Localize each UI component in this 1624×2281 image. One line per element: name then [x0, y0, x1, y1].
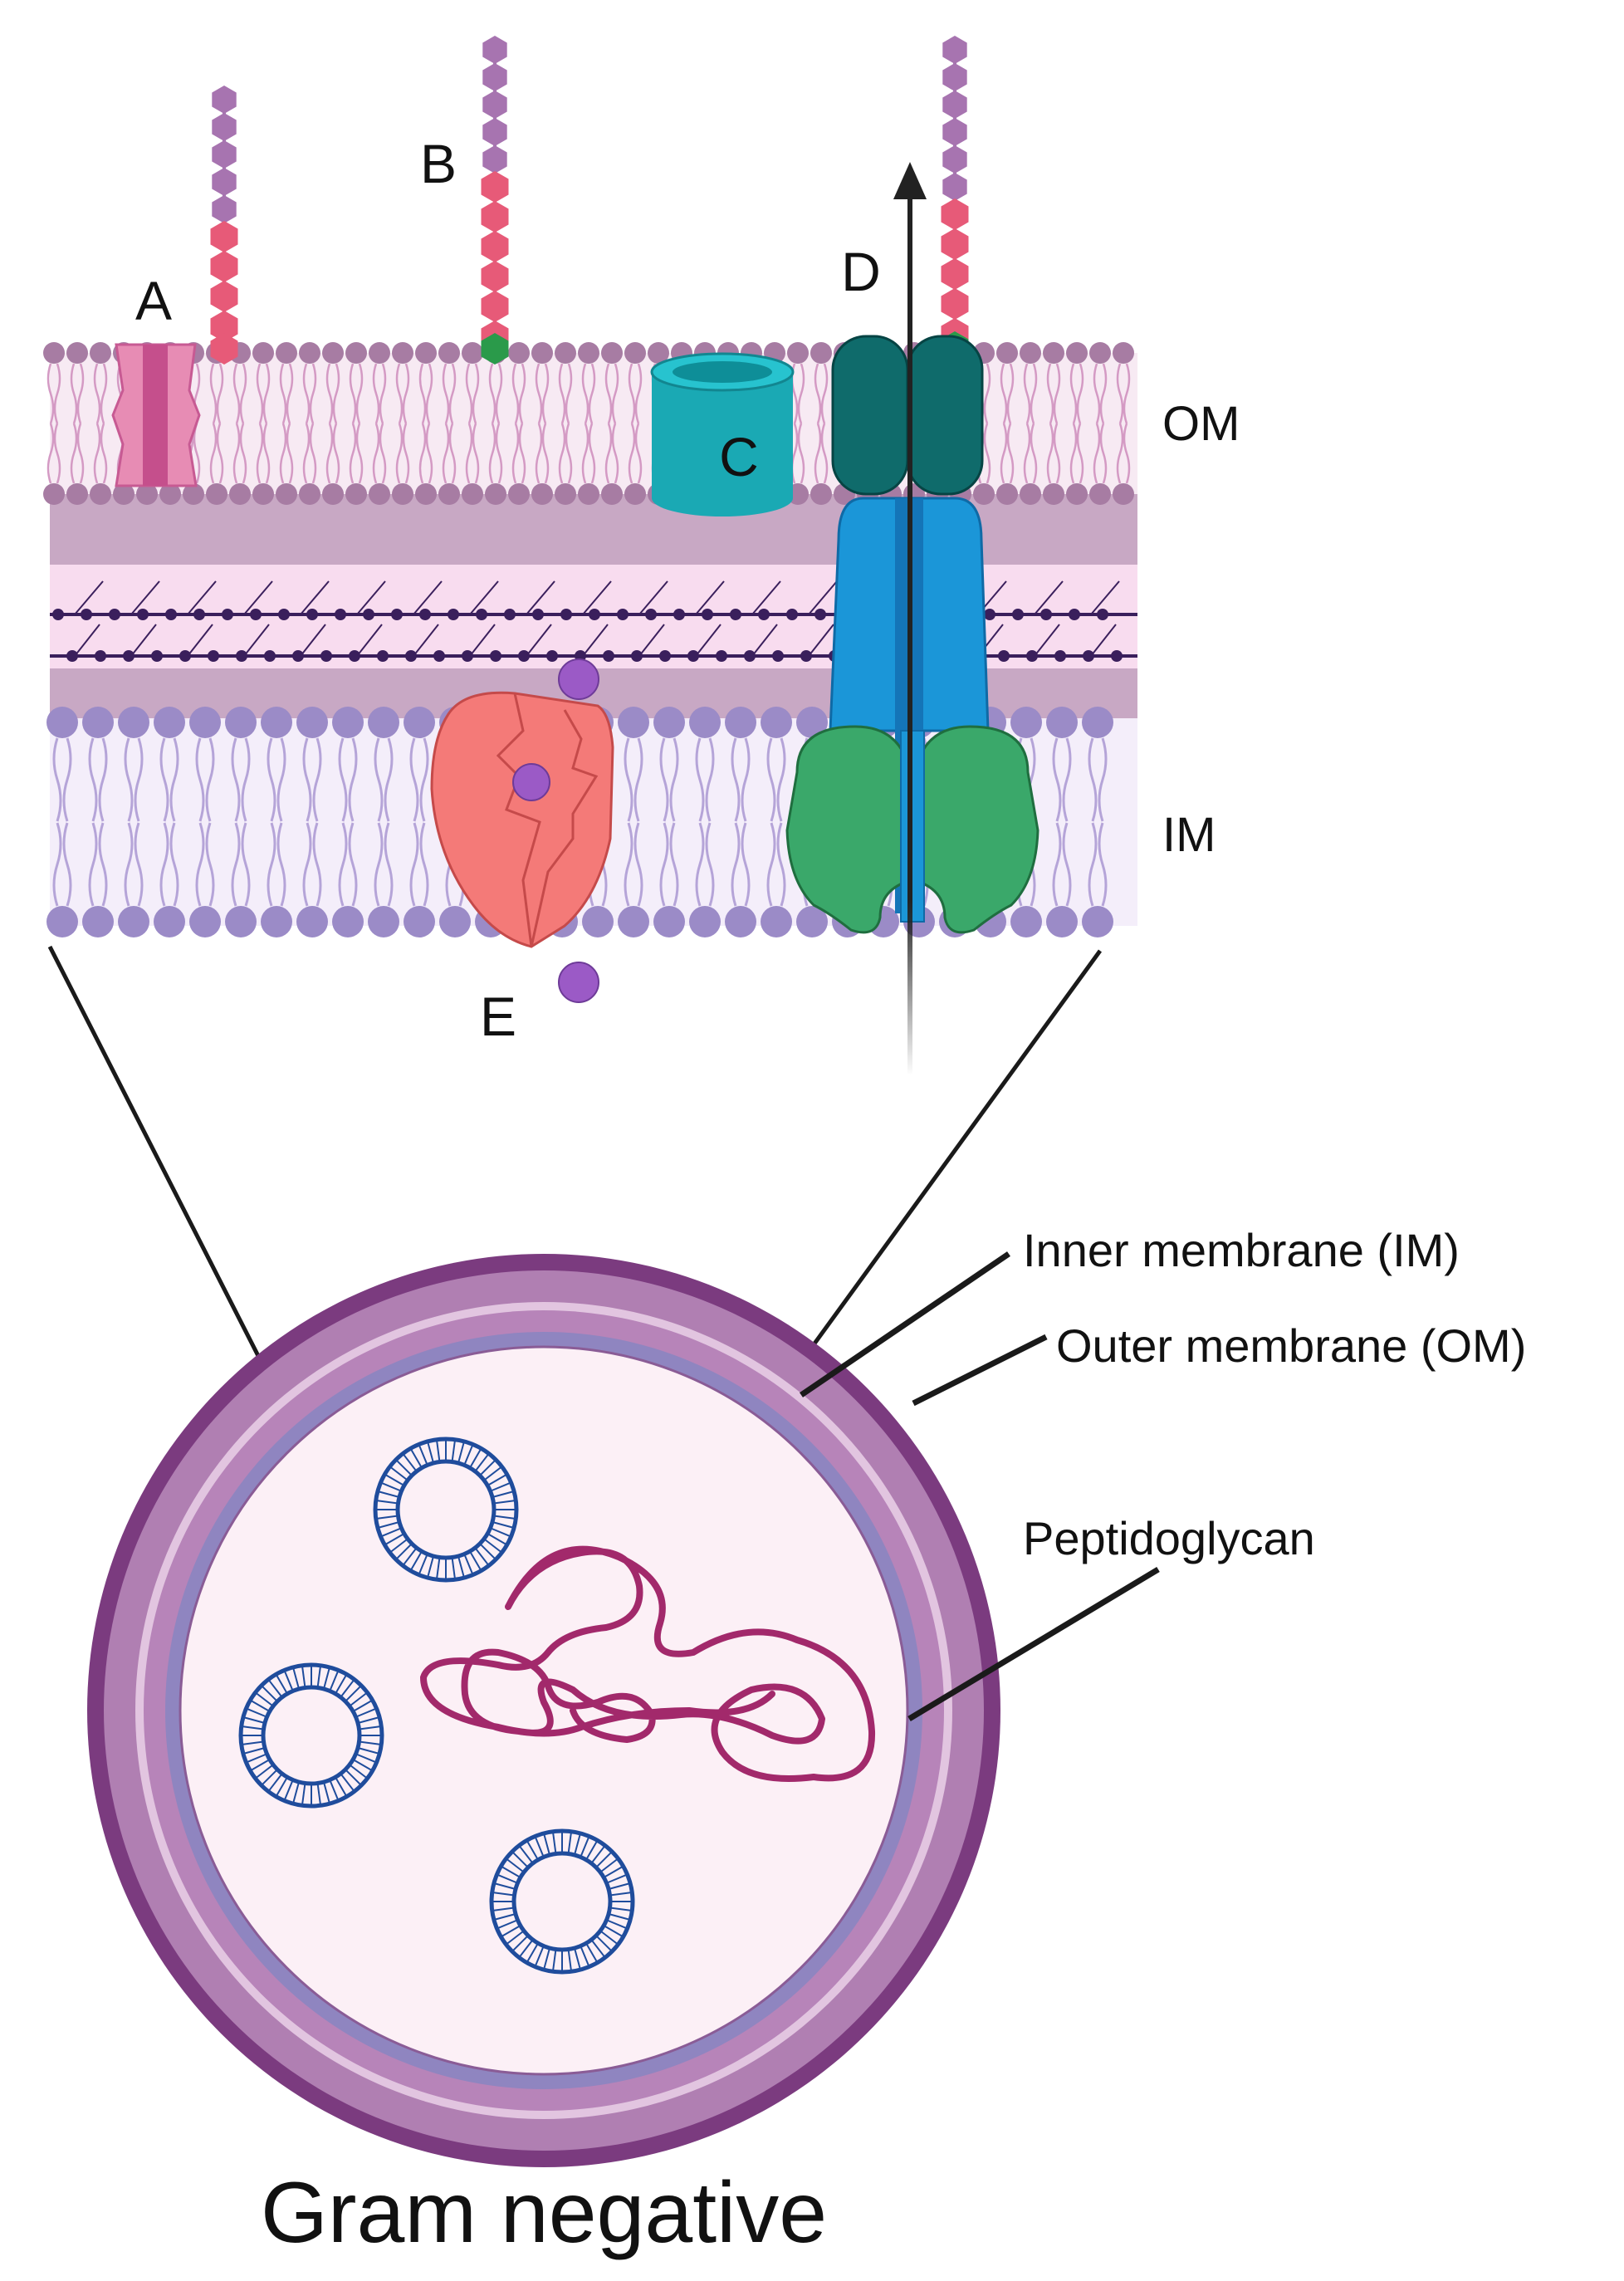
substrate-periplasm-icon — [558, 658, 599, 700]
callout-inner-membrane: Inner membrane (IM) — [1023, 1224, 1460, 1276]
inner-membrane-headgroups — [46, 707, 1113, 937]
cytoplasm — [179, 1345, 909, 2076]
callout-peptidoglycan: Peptidoglycan — [1023, 1512, 1315, 1564]
label-b: B — [420, 133, 457, 194]
callout-outer-membrane: Outer membrane (OM) — [1056, 1319, 1526, 1372]
caption-gram-negative: Gram negative — [261, 2165, 827, 2261]
label-c: C — [719, 426, 759, 487]
bacterial-cell: Inner membrane (IM) Outer membrane (OM) … — [87, 1224, 1526, 2167]
porin-a-icon — [111, 343, 201, 487]
nucleoid-dna-icon — [420, 1545, 876, 1782]
efflux-arrow-icon — [893, 162, 927, 1075]
callout-lines — [800, 1251, 1160, 1722]
channel-c-icon — [650, 352, 795, 516]
membrane-cross-section: A B C D E OM IM — [43, 36, 1240, 1075]
label-im: IM — [1162, 808, 1216, 862]
plasmid-vesicles — [238, 1437, 635, 1975]
label-d: D — [841, 241, 881, 302]
transporter-e-icon — [430, 691, 614, 948]
zoom-lines — [47, 945, 1103, 1409]
label-om: OM — [1162, 397, 1240, 451]
substrate-cytoplasm-icon — [558, 962, 599, 1003]
label-e: E — [480, 986, 516, 1047]
label-a: A — [135, 270, 172, 331]
lipopolysaccharide-chains — [210, 36, 969, 365]
substrate-molecule-icon — [512, 763, 550, 801]
